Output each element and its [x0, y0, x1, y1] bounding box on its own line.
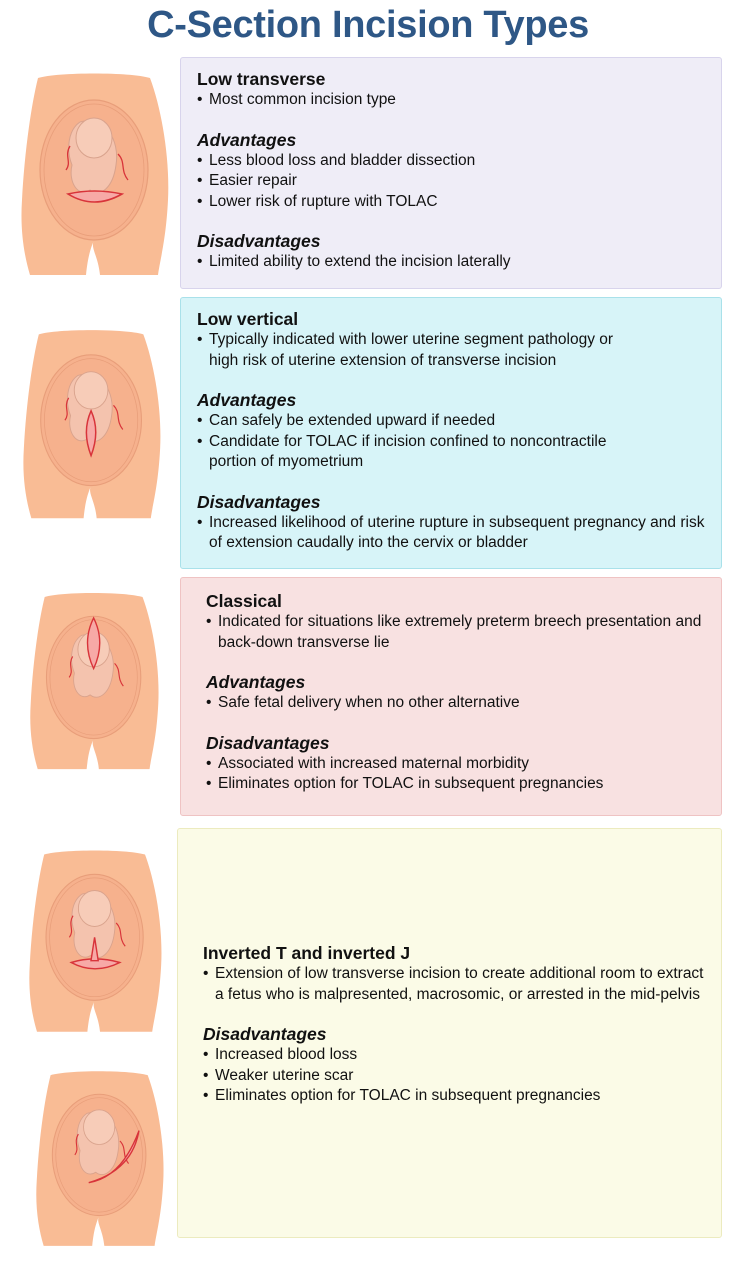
low-vertical-panel: Low vertical Typically indicated with lo… [180, 297, 722, 569]
advantages-heading: Advantages [197, 390, 297, 410]
panel-title: Low vertical [197, 309, 299, 329]
list-item: Most common incision type [197, 90, 711, 111]
list-item: Typically indicated with lower uterine s… [197, 330, 711, 371]
advantages-heading: Advantages [206, 672, 306, 692]
disadvantages-list: Associated with increased maternal morbi… [206, 754, 713, 795]
disadvantages-heading: Disadvantages [203, 1024, 327, 1044]
advantages-list: Less blood loss and bladder dissection E… [197, 151, 711, 213]
disadvantages-list: Limited ability to extend the incision l… [197, 252, 711, 273]
disadvantages-heading: Disadvantages [197, 491, 321, 512]
list-item: Easier repair [197, 171, 711, 192]
intro-list: Typically indicated with lower uterine s… [197, 330, 711, 371]
list-item: Eliminates option for TOLAC in subsequen… [206, 774, 713, 795]
low-transverse-incision-illustration [20, 72, 169, 276]
inverted-t-j-panel: Inverted T and inverted J Extension of l… [177, 828, 722, 1238]
j-incision-illustration [35, 1070, 165, 1247]
low-transverse-panel: Low transverse Most common incision type… [180, 57, 722, 289]
intro-list: Indicated for situations like extremely … [206, 612, 713, 653]
list-item: Candidate for TOLAC if incision confined… [197, 432, 711, 473]
panel-title: Low transverse [197, 69, 326, 89]
list-item: Indicated for situations like extremely … [206, 612, 713, 653]
disadvantages-heading: Disadvantages [197, 231, 321, 251]
advantages-list: Can safely be extended upward if needed … [197, 411, 711, 473]
list-item: Associated with increased maternal morbi… [206, 754, 713, 775]
list-item: Less blood loss and bladder dissection [197, 151, 711, 172]
list-item: Eliminates option for TOLAC in subsequen… [203, 1086, 711, 1107]
intro-list: Most common incision type [197, 90, 711, 111]
classical-incision-illustration [29, 592, 160, 770]
list-item: Increased blood loss [203, 1045, 711, 1066]
disadvantages-list: Increased blood loss Weaker uterine scar… [203, 1045, 711, 1107]
list-item: Limited ability to extend the incision l… [197, 252, 711, 273]
inverted-t-incision-illustration [28, 849, 163, 1033]
panel-title: Inverted T and inverted J [203, 943, 411, 963]
advantages-heading: Advantages [197, 129, 297, 150]
list-item: Increased likelihood of uterine rupture … [197, 513, 711, 554]
low-vertical-incision-illustration [22, 329, 162, 519]
list-item: Safe fetal delivery when no other altern… [206, 693, 713, 714]
panel-title: Classical [206, 591, 282, 611]
intro-list: Extension of low transverse incision to … [203, 964, 711, 1005]
list-item: Weaker uterine scar [203, 1066, 711, 1087]
disadvantages-list: Increased likelihood of uterine rupture … [197, 513, 711, 554]
disadvantages-heading: Disadvantages [206, 732, 330, 753]
page-title: C-Section Incision Types [147, 4, 589, 46]
advantages-list: Safe fetal delivery when no other altern… [206, 693, 713, 714]
list-item: Can safely be extended upward if needed [197, 411, 711, 432]
classical-panel: Classical Indicated for situations like … [180, 577, 722, 816]
list-item: Extension of low transverse incision to … [203, 964, 711, 1005]
list-item: Lower risk of rupture with TOLAC [197, 192, 711, 213]
